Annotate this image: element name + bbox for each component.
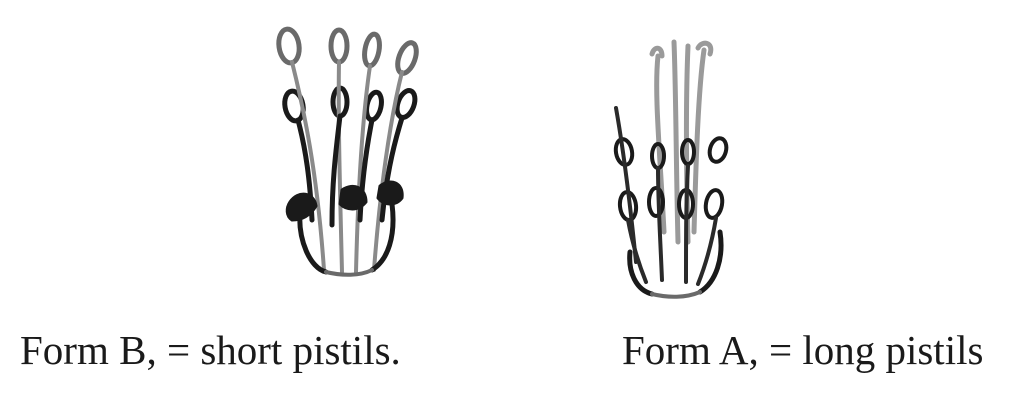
tall-filaments <box>290 60 404 274</box>
filaments <box>614 106 718 286</box>
form-a-flower-sketch <box>602 32 742 300</box>
calyx-outline <box>627 229 724 297</box>
calyx-outline <box>297 201 396 275</box>
form-b-caption: Form B, = short pistils. <box>20 327 401 373</box>
calyx-base <box>324 268 374 277</box>
short-pistils <box>285 180 404 222</box>
upper-anthers <box>276 26 419 76</box>
form-a-caption: Form A, = long pistils <box>622 327 984 373</box>
form-b-flower-sketch <box>262 20 432 280</box>
calyx-base <box>650 290 702 299</box>
